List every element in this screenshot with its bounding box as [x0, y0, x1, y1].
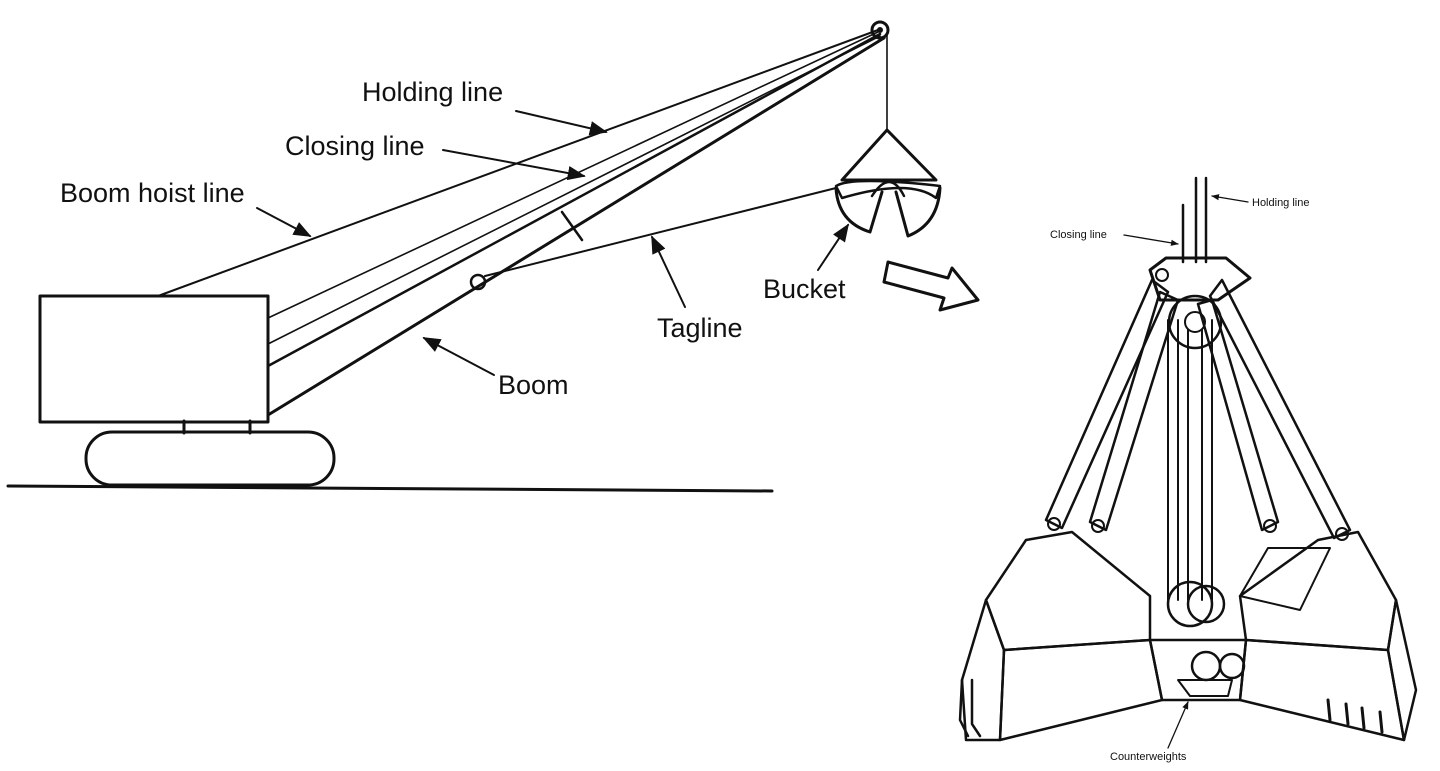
boom-brace: [560, 210, 584, 242]
label-holding-line: Holding line: [362, 77, 503, 107]
leader-closing-line: [442, 149, 586, 181]
boom-tip-sheave: [870, 20, 890, 40]
bucket-detail-illustration: [958, 176, 1418, 742]
boom-tip-pin: [877, 27, 883, 33]
leader-detail-holding-line: [1211, 194, 1249, 203]
crawler-track: [84, 430, 336, 487]
tagline-drum: [469, 273, 487, 291]
tagline: [484, 187, 837, 277]
ground-line: [6, 484, 774, 493]
label-closing-line: Closing line: [285, 131, 425, 161]
leader-holding-line: [515, 110, 608, 136]
label-tagline: Tagline: [657, 313, 743, 343]
closing-line: [267, 35, 881, 345]
leader-detail-counterweights: [1167, 701, 1189, 749]
label-boom: Boom: [498, 370, 569, 400]
leader-detail-closing-line: [1123, 234, 1179, 246]
leader-tagline: [651, 235, 686, 308]
label-detail-counterweights: Counterweights: [1110, 751, 1187, 763]
leader-bucket: [817, 223, 849, 271]
boom-upper-chord: [266, 32, 882, 368]
crane-labels: Holding line Closing line Boom hoist lin…: [60, 77, 849, 400]
label-detail-closing-line: Closing line: [1050, 229, 1107, 241]
boom-lower-chord: [266, 36, 886, 417]
crane-cab: [38, 294, 270, 424]
bucket-detail-labels: Holding line Closing line Counterweights: [1050, 194, 1309, 763]
leader-boom: [422, 337, 495, 376]
label-bucket: Bucket: [763, 274, 846, 304]
leader-boom-hoist-line: [256, 207, 312, 237]
label-boom-hoist-line: Boom hoist line: [60, 178, 245, 208]
bucket-small: [834, 128, 942, 238]
detail-arrow-icon: [882, 260, 980, 312]
label-detail-holding-line: Holding line: [1252, 197, 1309, 209]
